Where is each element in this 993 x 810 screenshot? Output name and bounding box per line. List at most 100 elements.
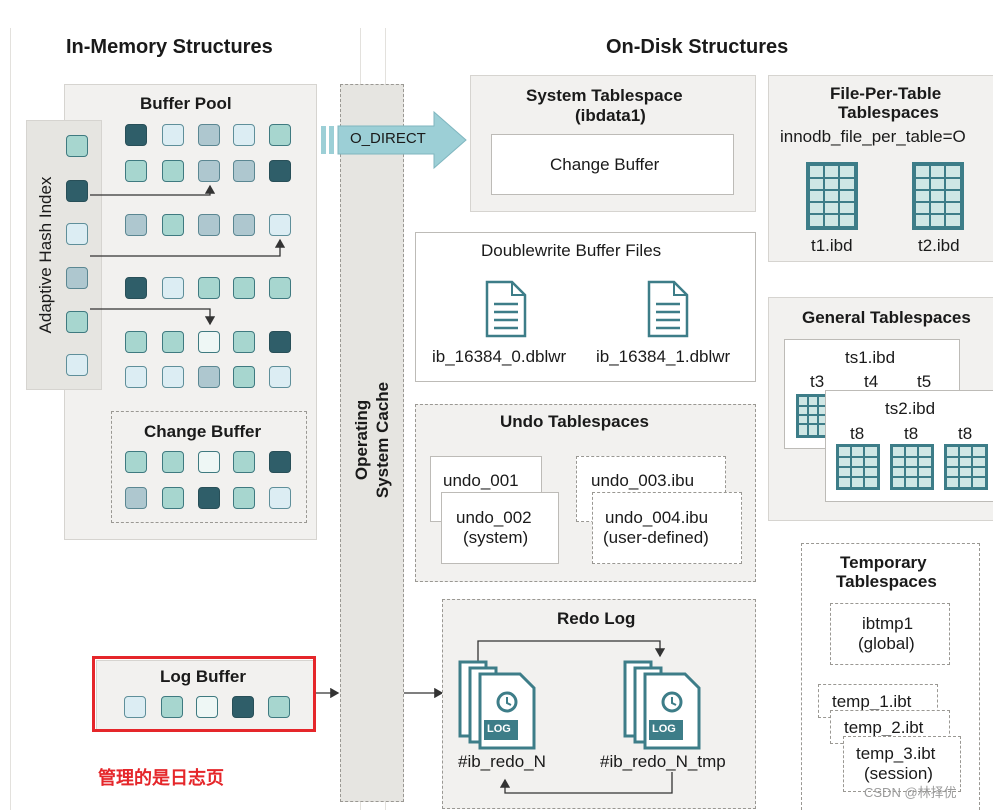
file-per-table-setting: innodb_file_per_table=O — [780, 127, 966, 146]
o-direct-label: O_DIRECT — [350, 130, 426, 147]
change-buffer-page — [162, 487, 184, 509]
change-buffer-memory-title: Change Buffer — [144, 422, 262, 441]
temp-3-box — [843, 736, 961, 792]
in-memory-header: In-Memory Structures — [66, 36, 273, 58]
change-buffer-page — [233, 487, 255, 509]
ibtmp1-global: (global) — [858, 634, 915, 653]
buffer-page — [233, 366, 255, 388]
file-icon — [485, 280, 527, 338]
buffer-page — [233, 124, 255, 146]
undo-002-system: (system) — [463, 528, 529, 547]
change-buffer-page — [198, 451, 220, 473]
file-per-table-title1: File-Per-Table — [830, 84, 942, 103]
buffer-page — [269, 160, 291, 182]
redo-log-title: Redo Log — [557, 609, 636, 628]
fpt-file-1: t1.ibd — [811, 236, 853, 255]
temporary-title1: Temporary — [840, 553, 927, 572]
doublewrite-file-1: ib_16384_0.dblwr — [432, 347, 567, 366]
ahi-page — [66, 311, 88, 333]
undo-003-label: undo_003.ibu — [591, 471, 695, 490]
file-icon — [647, 280, 689, 338]
table-icon — [912, 162, 964, 230]
general-tablespaces-title: General Tablespaces — [802, 308, 971, 327]
watermark: CSDN @林择优 — [864, 785, 957, 800]
log-buffer-page — [161, 696, 183, 718]
redo-file-1: #ib_redo_N — [458, 752, 546, 771]
log-buffer-annotation: 管理的是日志页 — [98, 768, 224, 788]
ahi-page — [66, 223, 88, 245]
left-divider — [10, 28, 11, 810]
ts1-table-2: t4 — [864, 372, 879, 391]
change-buffer-page — [125, 487, 147, 509]
buffer-page — [162, 366, 184, 388]
ts2-table-2: t8 — [904, 424, 919, 443]
undo-004-user-defined: (user-defined) — [603, 528, 709, 547]
log-icon-text-2: LOG — [652, 723, 676, 735]
buffer-page — [125, 277, 147, 299]
change-buffer-page — [198, 487, 220, 509]
temp-session-label: (session) — [864, 764, 933, 783]
table-icon — [836, 444, 880, 490]
buffer-page — [198, 277, 220, 299]
buffer-page — [125, 366, 147, 388]
ts2-table-1: t8 — [850, 424, 865, 443]
buffer-page — [125, 331, 147, 353]
system-tablespace-subtitle: (ibdata1) — [575, 106, 646, 125]
buffer-page — [162, 124, 184, 146]
change-buffer-page — [269, 487, 291, 509]
ts1-table-1: t3 — [810, 372, 825, 391]
buffer-page — [125, 214, 147, 236]
buffer-page — [269, 124, 291, 146]
change-buffer-page — [162, 451, 184, 473]
undo-002-box — [441, 492, 559, 564]
redo-file-2: #ib_redo_N_tmp — [600, 752, 726, 771]
buffer-page — [233, 214, 255, 236]
buffer-pool-title: Buffer Pool — [140, 94, 232, 113]
ahi-page — [66, 135, 88, 157]
log-buffer-highlight — [92, 656, 316, 732]
temp-3-label: temp_3.ibt — [856, 744, 936, 763]
ts2-label: ts2.ibd — [885, 399, 936, 418]
os-cache-column — [340, 84, 404, 802]
temp-2-label: temp_2.ibt — [844, 718, 924, 737]
undo-004-box — [592, 492, 742, 564]
buffer-page — [162, 160, 184, 182]
ts1-label: ts1.ibd — [845, 348, 896, 367]
buffer-page — [125, 124, 147, 146]
undo-tablespaces-title: Undo Tablespaces — [500, 412, 649, 431]
undo-002-label: undo_002 — [456, 508, 532, 527]
table-icon — [944, 444, 988, 490]
doublewrite-panel — [415, 232, 756, 382]
change-buffer-page — [269, 451, 291, 473]
buffer-page — [162, 214, 184, 236]
buffer-page — [269, 331, 291, 353]
buffer-page — [233, 331, 255, 353]
ahi-page — [66, 354, 88, 376]
ahi-page — [66, 267, 88, 289]
adaptive-hash-index-panel — [26, 120, 102, 390]
buffer-page — [198, 124, 220, 146]
log-file-icon — [623, 660, 701, 750]
temp-1-label: temp_1.ibt — [832, 692, 912, 711]
system-change-buffer-label: Change Buffer — [550, 155, 660, 174]
doublewrite-file-2: ib_16384_1.dblwr — [596, 347, 731, 366]
ibtmp1-box — [830, 603, 950, 665]
buffer-page — [269, 277, 291, 299]
file-per-table-title2: Tablespaces — [838, 103, 939, 122]
buffer-page — [125, 160, 147, 182]
ibtmp1-label: ibtmp1 — [862, 614, 914, 633]
table-icon — [806, 162, 858, 230]
ts1-table-3: t5 — [917, 372, 932, 391]
on-disk-header: On-Disk Structures — [606, 36, 789, 58]
log-buffer-title: Log Buffer — [160, 667, 246, 686]
doublewrite-title: Doublewrite Buffer Files — [481, 241, 662, 260]
system-change-buffer-box — [491, 134, 734, 195]
temporary-title2: Tablespaces — [836, 572, 937, 591]
